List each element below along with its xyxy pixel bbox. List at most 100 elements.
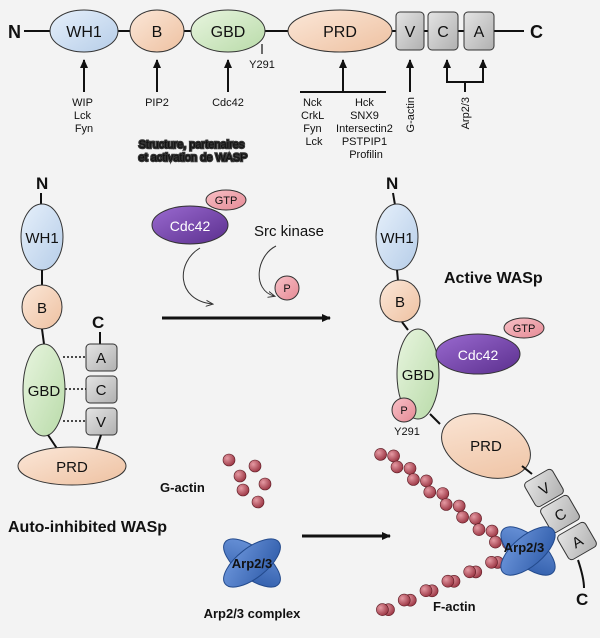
f-actin-monomer (441, 574, 455, 588)
active-arp23-lobe (500, 526, 556, 576)
active-phospho-y291 (391, 397, 417, 423)
domain-overview: N C WH1 B GBD Y291 PRD V C A WIP Lc (8, 9, 543, 165)
active-wh1-label: WH1 (380, 230, 413, 247)
f-actin-monomer (463, 565, 477, 579)
inhibited-c-label: C (96, 382, 107, 399)
arp23-complex-label: Arp2/3 complex (204, 606, 302, 621)
gactin-monomer (236, 483, 250, 497)
gactin-monomer (258, 477, 272, 491)
f-actin-monomer (469, 512, 482, 525)
active-gbd-prd-link (429, 413, 441, 425)
b-domain (129, 9, 185, 53)
activation-factors: Cdc42 GTP Src kinase P (151, 189, 331, 322)
active-wasp-title: Active WASp (444, 270, 543, 287)
v-partner-gactin: G-actin (405, 97, 417, 132)
prd-partner-pstpip1: PSTPIP1 (342, 136, 387, 148)
gbd-partner-cdc42: Cdc42 (212, 97, 244, 109)
prd-partner-profilin: Profilin (349, 149, 383, 161)
active-wh1-b-link (396, 269, 399, 282)
gactin-monomer (233, 469, 247, 483)
active-n-label: N (386, 174, 398, 193)
f-actin-monomer (387, 449, 400, 463)
active-arp23-label: Arp2/3 (504, 540, 544, 555)
f-actin-monomer (397, 593, 411, 607)
y291-site-label: Y291 (249, 59, 275, 71)
caption-line-1: Structure, partenaires (139, 139, 245, 151)
prd-partner-hck: Hck (355, 97, 374, 109)
v-domain-label: V (405, 24, 416, 41)
f-actin-monomer (489, 535, 502, 549)
wh1-partner-fyn: Fyn (75, 123, 93, 135)
gbd-domain-label: GBD (211, 24, 246, 41)
c-domain-label: C (437, 24, 449, 41)
f-actin-monomer (452, 499, 466, 513)
active-y291-label: Y291 (394, 426, 420, 438)
inhibited-prd (17, 446, 127, 486)
b-partner-pip2: PIP2 (145, 97, 169, 109)
caption: Structure, partenaires et activation de … (138, 139, 247, 164)
f-actin-monomer (419, 584, 433, 598)
inhibited-v-label: V (96, 414, 106, 431)
inhibited-gbd (22, 343, 66, 437)
phosphate-p-label: P (283, 283, 290, 295)
src-kinase-arrow (258, 245, 277, 296)
f-actin-filament (374, 448, 515, 617)
active-prd-label: PRD (470, 438, 502, 455)
a-domain-label: A (474, 24, 485, 41)
prd-partner-lck: Lck (305, 136, 323, 148)
f-actin-monomer (439, 498, 453, 511)
src-kinase-label: Src kinase (254, 223, 324, 240)
auto-inhibited-wasp-title: Auto-inhibited WASp (8, 519, 167, 536)
f-actin-monomer (436, 487, 450, 500)
ca-partner-bracket (446, 72, 484, 83)
active-phospho-label: P (400, 405, 407, 417)
active-b-label: B (395, 294, 405, 311)
ca-partner-arp23: Arp2/3 (460, 97, 472, 129)
wh1-partner-list: WIP Lck Fyn (72, 97, 96, 135)
active-v (524, 468, 564, 508)
inhibited-b-label: B (37, 300, 47, 317)
active-c-terminus-link (577, 559, 585, 589)
active-a (557, 521, 597, 561)
a-domain (463, 11, 495, 51)
inhibited-wh1-label: WH1 (25, 230, 58, 247)
gactin-monomers (222, 453, 272, 509)
gactin-monomer (248, 459, 262, 473)
gactin-label: G-actin (160, 480, 205, 495)
prd-partner-list-right: Hck SNX9 Intersectin2 PSTPIP1 Profilin (336, 97, 396, 161)
n-terminus-label: N (8, 22, 21, 42)
arp23-label: Arp2/3 (232, 556, 272, 571)
inhibited-b-gbd-link (41, 328, 45, 345)
f-actin-monomer (407, 473, 420, 486)
active-gtp-label: GTP (513, 323, 536, 335)
f-actin-monomer (376, 603, 389, 616)
wh1-domain (49, 9, 119, 53)
prd-domain (287, 9, 393, 53)
cdc42-activator (151, 205, 229, 245)
gactin-arp-complex: G-actin Arp2/3 Arp2/3 complex (160, 453, 391, 621)
cdc42-binding-arrow (182, 247, 212, 304)
prd-partner-nck: Nck (303, 97, 322, 109)
prd-partner-fyn: Fyn (303, 123, 321, 135)
active-b-gbd-link (401, 321, 409, 331)
inhibited-a-label: A (96, 350, 106, 367)
f-actin-monomer (403, 462, 417, 475)
arp23-complex: Arp2/3 (223, 538, 281, 588)
prd-domain-label: PRD (323, 24, 357, 41)
inhibited-c-terminus-label: C (92, 313, 104, 332)
active-gtp-badge (503, 317, 545, 339)
prd-partner-snx9: SNX9 (350, 110, 379, 122)
active-n-link (392, 192, 396, 206)
f-actin-monomer (456, 510, 469, 524)
gtp-badge-label: GTP (215, 195, 238, 207)
active-b (379, 279, 421, 323)
f-actin-monomer (374, 448, 387, 461)
c-terminus-label: C (530, 22, 543, 42)
active-c-terminus-label: C (576, 590, 588, 609)
active-cdc42-label: Cdc42 (458, 347, 499, 363)
active-v-group: V (524, 468, 564, 508)
f-actin-monomer (485, 555, 498, 569)
f-actin-monomer (423, 485, 437, 499)
